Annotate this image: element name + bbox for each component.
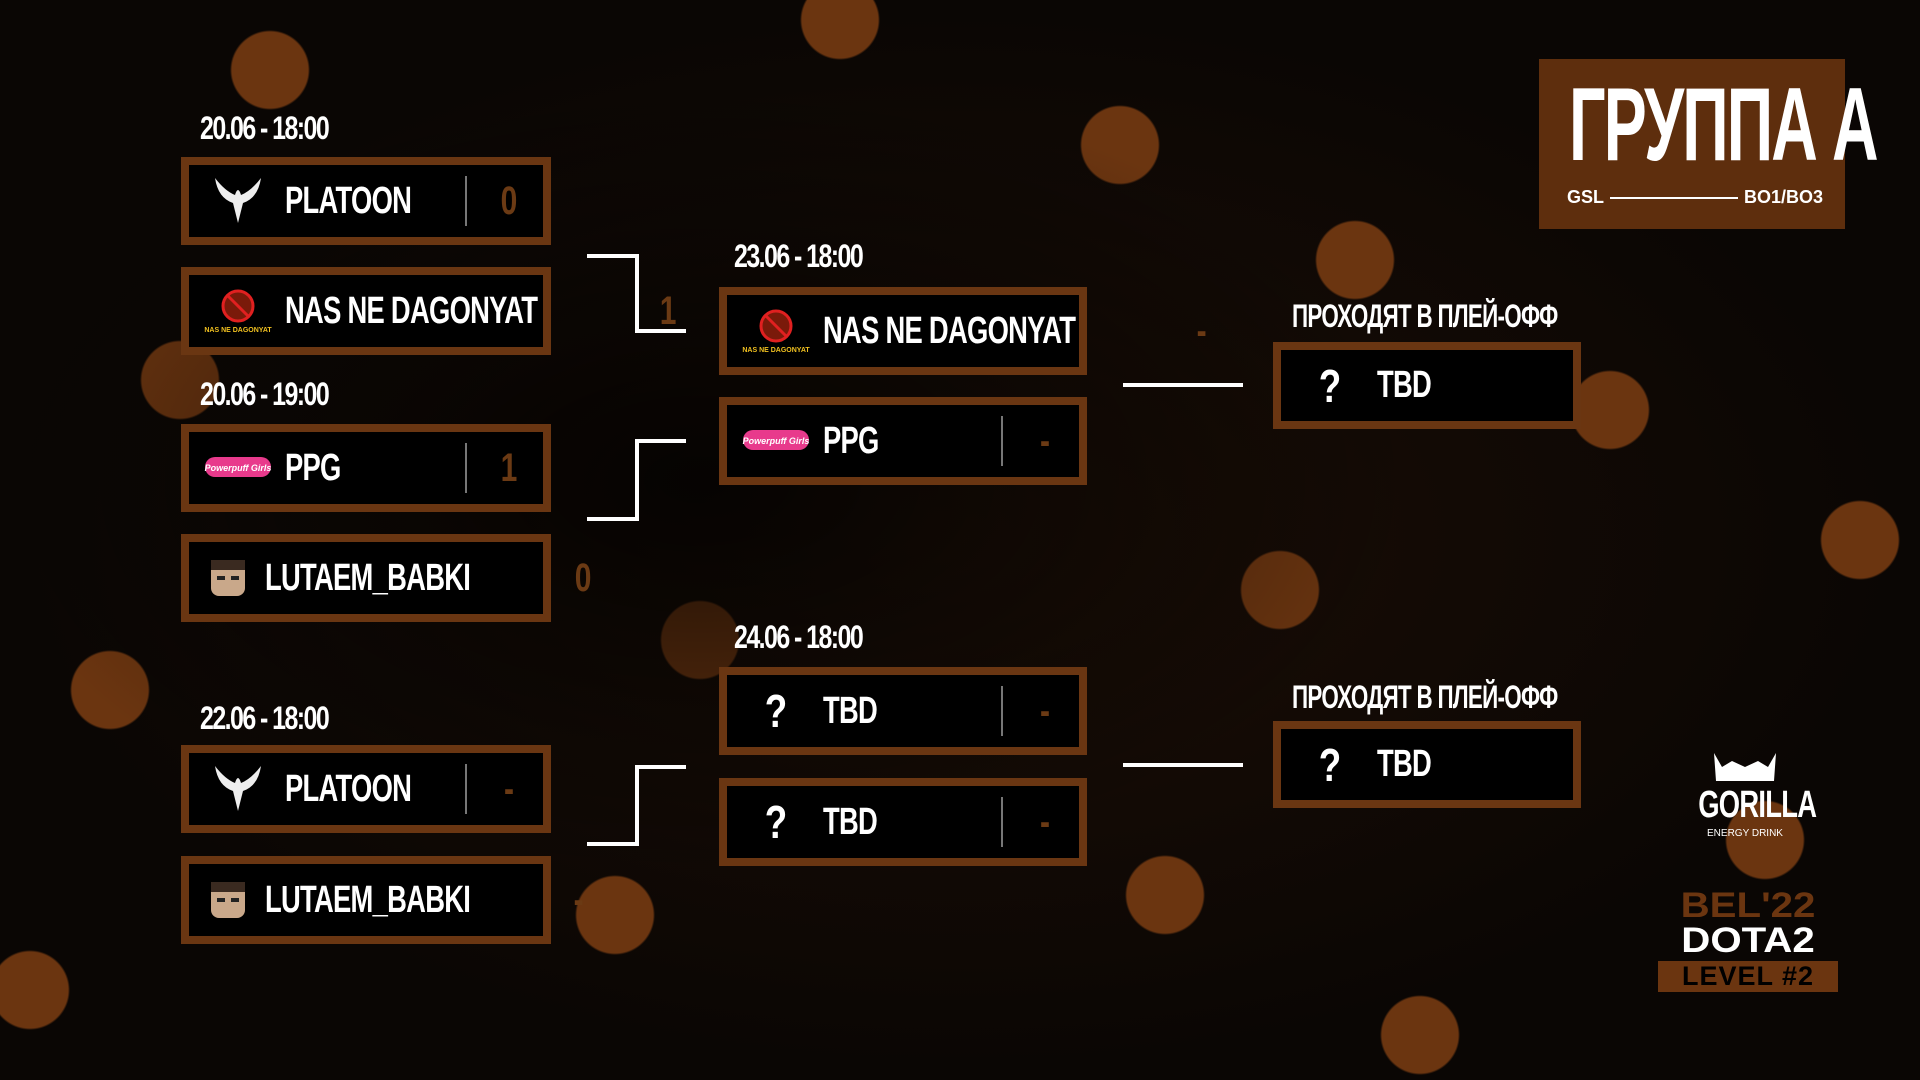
team-name: TBD — [1377, 364, 1432, 406]
lutaem-babki-logo-icon — [203, 550, 253, 606]
team-name: PPG — [823, 419, 879, 462]
advance-label: ПРОХОДЯТ В ПЛЕЙ-ОФФ — [1292, 298, 1558, 334]
team-name: TBD — [823, 689, 878, 732]
format-right: BO1/BO3 — [1743, 187, 1823, 207]
format-line: GSL BO1/BO3 — [1567, 187, 1823, 208]
nas-ne-dagonyat-logo-icon: NAS NE DAGONYAT — [203, 283, 273, 339]
svg-text:Powerpuff Girls: Powerpuff Girls — [205, 463, 272, 473]
event-branding: BEL'22 DOTA2 LEVEL #2 — [1658, 888, 1838, 992]
bracket-connector — [635, 765, 686, 769]
question-mark-icon: ? — [1318, 359, 1342, 412]
team-score: - — [1039, 418, 1050, 463]
question-mark-icon: ? — [764, 796, 788, 848]
team-row-nas-ne-dagonyat[interactable]: NAS NE DAGONYAT NAS NE DAGONYAT - — [719, 287, 1207, 375]
ppg-logo-icon: Powerpuff Girls — [741, 413, 811, 469]
bracket-connector — [1123, 763, 1243, 767]
team-score: - — [1039, 688, 1050, 733]
match-date: 24.06 - 18:00 — [734, 619, 864, 655]
team-row-platoon[interactable]: PLATOON 0 — [181, 157, 551, 245]
team-name: PLATOON — [285, 767, 412, 810]
team-score: - — [503, 766, 514, 811]
svg-text:NAS NE DAGONYAT: NAS NE DAGONYAT — [204, 327, 272, 334]
team-row-lutaem-babki[interactable]: LUTAEM_BABKI - — [181, 856, 584, 944]
group-title-box: ГРУППА А GSL BO1/BO3 — [1539, 59, 1879, 229]
team-score: 0 — [500, 178, 518, 223]
team-score: - — [1039, 799, 1050, 844]
match-date: 23.06 - 18:00 — [734, 238, 864, 274]
bracket-connector — [635, 765, 639, 846]
format-left: GSL — [1567, 187, 1605, 207]
divider — [465, 176, 467, 226]
team-score: 1 — [500, 445, 518, 490]
platoon-logo-icon — [203, 761, 273, 817]
svg-text:Powerpuff Girls: Powerpuff Girls — [743, 436, 810, 446]
team-score: 1 — [660, 288, 677, 333]
match-date: 20.06 - 19:00 — [200, 376, 330, 412]
team-row-lutaem-babki[interactable]: LUTAEM_BABKI 0 — [181, 534, 591, 622]
team-name: PLATOON — [285, 179, 412, 222]
bracket-connector — [635, 439, 686, 443]
nas-ne-dagonyat-logo-icon: NAS NE DAGONYAT — [741, 303, 811, 359]
match-date: 22.06 - 18:00 — [200, 700, 330, 736]
team-name: TBD — [1377, 743, 1432, 785]
event-game: DOTA2 — [1681, 921, 1815, 960]
bracket-connector — [587, 254, 639, 258]
team-name: PPG — [285, 446, 341, 489]
team-row-ppg[interactable]: Powerpuff Girls PPG - — [719, 397, 1087, 485]
team-score: - — [573, 877, 584, 922]
bracket-connector — [587, 517, 639, 521]
divider — [1001, 416, 1003, 466]
divider — [1001, 686, 1003, 736]
ppg-logo-icon: Powerpuff Girls — [203, 440, 273, 496]
bracket-connector — [635, 329, 686, 333]
question-mark-icon: ? — [764, 685, 788, 737]
svg-text:NAS NE DAGONYAT: NAS NE DAGONYAT — [742, 347, 810, 354]
divider — [1001, 797, 1003, 847]
question-mark-icon: ? — [1318, 738, 1342, 791]
crown-icon — [1714, 753, 1776, 781]
playoff-slot[interactable]: ? TBD — [1273, 721, 1581, 808]
bracket-connector — [635, 254, 639, 333]
event-level: LEVEL #2 — [1658, 961, 1838, 992]
bracket-connector — [1123, 383, 1243, 387]
match-date: 20.06 - 18:00 — [200, 110, 330, 146]
event-year: BEL'22 — [1680, 886, 1816, 925]
team-score: - — [1196, 308, 1207, 353]
team-name: NAS NE DAGONYAT — [823, 309, 1076, 352]
team-row-tbd[interactable]: ? TBD - — [719, 667, 1087, 755]
team-row-ppg[interactable]: Powerpuff Girls PPG 1 — [181, 424, 551, 512]
sponsor-logo: GORILLA ENERGY DRINK — [1680, 753, 1817, 839]
divider — [1610, 196, 1738, 199]
bracket-connector — [635, 439, 639, 521]
group-title: ГРУППА А — [1569, 67, 1879, 183]
team-name: LUTAEM_BABKI — [265, 878, 471, 921]
team-name: LUTAEM_BABKI — [265, 556, 471, 599]
sponsor-name: GORILLA — [1698, 784, 1817, 826]
team-score: 0 — [574, 555, 592, 600]
divider — [465, 764, 467, 814]
team-name: TBD — [823, 800, 878, 843]
platoon-logo-icon — [203, 173, 273, 229]
divider — [465, 443, 467, 493]
team-name: NAS NE DAGONYAT — [285, 289, 538, 332]
playoff-slot[interactable]: ? TBD — [1273, 342, 1581, 429]
team-row-platoon[interactable]: PLATOON - — [181, 745, 551, 833]
sponsor-tagline: ENERGY DRINK — [1707, 828, 1783, 839]
lutaem-babki-logo-icon — [203, 872, 253, 928]
team-row-tbd[interactable]: ? TBD - — [719, 778, 1087, 866]
advance-label: ПРОХОДЯТ В ПЛЕЙ-ОФФ — [1292, 679, 1558, 715]
bracket-connector — [587, 842, 639, 846]
team-row-nas-ne-dagonyat[interactable]: NAS NE DAGONYAT NAS NE DAGONYAT 1 — [181, 267, 677, 355]
